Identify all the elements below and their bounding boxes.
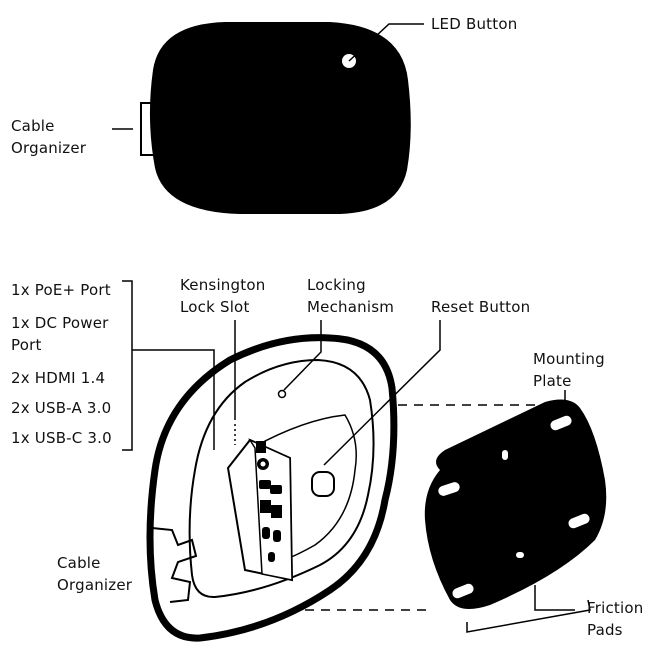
mounting-plate-label: Mounting Plate xyxy=(533,348,605,392)
locking-line1: Locking xyxy=(307,276,366,294)
ports-dc-power: 1x DC Power xyxy=(11,314,109,332)
locking-mechanism-icon xyxy=(277,389,287,399)
friction-pad-icon xyxy=(452,583,474,599)
device-recess xyxy=(244,414,357,571)
cable-organizer-top-line1: Cable xyxy=(11,117,55,135)
mounting-plate-line2: Plate xyxy=(533,372,572,390)
kensington-label: Kensington Lock Slot xyxy=(180,274,265,318)
usb-a-port-icon xyxy=(271,505,282,518)
friction-pads-leader xyxy=(534,585,575,611)
cable-organizer-top-line2: Organizer xyxy=(11,139,87,157)
mounting-plate xyxy=(424,399,607,609)
cable-organizer-top-label: Cable Organizer xyxy=(11,115,86,159)
dc-power-pin-icon xyxy=(260,461,266,467)
hdmi-port-icon xyxy=(270,485,282,494)
poe-port-icon xyxy=(256,441,266,453)
locking-line2: Mechanism xyxy=(307,298,395,316)
device-top-view xyxy=(112,22,424,214)
plate-slot-icon xyxy=(516,552,524,558)
reset-button-icon xyxy=(311,471,335,497)
cable-organizer-bottom-line2: Organizer xyxy=(57,576,133,594)
leader-lines xyxy=(122,280,591,633)
ports-usb-c: 1x USB-C 3.0 xyxy=(11,429,112,447)
device-body-top xyxy=(149,22,411,214)
usb-a-port-icon xyxy=(260,500,271,513)
port-slot-icon xyxy=(268,552,275,562)
kensington-line1: Kensington xyxy=(180,276,266,294)
cable-organizer-bottom-icon xyxy=(151,527,198,603)
plate-slot-icon xyxy=(502,450,508,460)
ports-bracket xyxy=(122,280,133,451)
cable-organizer-bottom-label: Cable Organizer xyxy=(57,552,132,596)
friction-pads-line1: Friction xyxy=(587,599,644,617)
kensington-line2: Lock Slot xyxy=(180,298,250,316)
reset-leader xyxy=(323,320,441,466)
locking-leader xyxy=(283,320,322,391)
ports-poe: 1x PoE+ Port xyxy=(11,281,111,299)
hdmi-port-icon xyxy=(259,480,271,489)
led-leader-line xyxy=(348,23,424,62)
led-button-label: LED Button xyxy=(431,15,518,33)
ports-usb-a: 2x USB-A 3.0 xyxy=(11,399,112,417)
friction-pads-line2: Pads xyxy=(587,621,623,639)
mounting-plate-line1: Mounting xyxy=(533,350,605,368)
reset-button-label: Reset Button xyxy=(431,298,531,316)
friction-pads-bracket xyxy=(466,599,591,633)
usb-c-port-icon xyxy=(262,527,270,539)
ports-leader xyxy=(132,349,215,450)
ports-hdmi: 2x HDMI 1.4 xyxy=(11,369,106,387)
device-angled-view xyxy=(146,334,398,642)
ports-label: 1x PoE+ Port 1x DC Power Port 2x HDMI 1.… xyxy=(11,279,112,449)
locking-label: Locking Mechanism xyxy=(307,274,394,318)
friction-pad-icon xyxy=(568,513,590,529)
mounting-plate-body xyxy=(424,399,607,609)
cable-organizer-bottom-line1: Cable xyxy=(57,554,101,572)
friction-pads-label: Friction Pads xyxy=(587,597,643,641)
ports-dc-power-2: Port xyxy=(11,336,42,354)
friction-pad-icon xyxy=(550,415,572,431)
friction-pad-icon xyxy=(438,482,460,496)
usb-c-port-icon xyxy=(273,530,281,542)
